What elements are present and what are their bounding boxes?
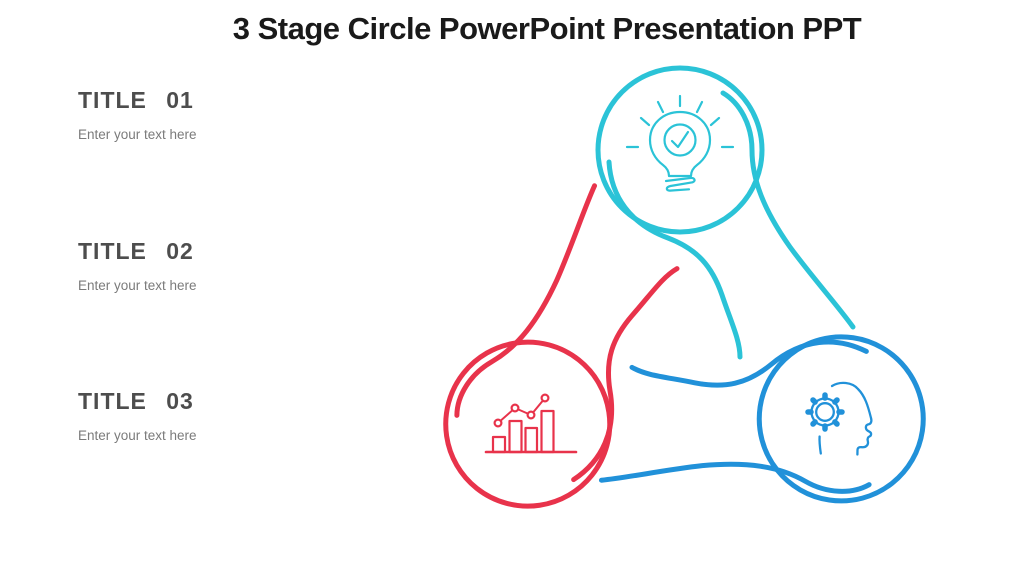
head-gear-icon [805,381,873,456]
stage-node-thinking-ring[interactable] [575,244,953,576]
slide-title[interactable]: 3 Stage Circle PowerPoint Presentation P… [232,11,862,46]
stage-2-placeholder[interactable]: Enter your text here [78,278,197,293]
chart-bar [491,435,507,454]
stage-node-growth-ring[interactable] [370,171,748,536]
bar-chart-growth-icon [484,393,578,454]
trend-point [493,418,503,428]
head-profile [830,381,873,456]
trend-point [510,403,520,413]
stage-3-placeholder[interactable]: Enter your text here [78,428,197,443]
lightbulb-inner-circle [663,123,697,157]
stage-1-placeholder[interactable]: Enter your text here [78,127,197,142]
stage-1-title[interactable]: TITLE 01 [78,87,194,113]
lightbulb-rays [625,94,735,149]
lightbulb-outline [648,110,712,178]
head-neck [818,435,822,455]
stage-text-block-2: TITLE 02 Enter your text here [78,237,338,295]
trend-point [540,393,550,403]
trend-point [526,410,536,420]
stage-3-title[interactable]: TITLE 03 [78,388,194,414]
stage-2-title[interactable]: TITLE 02 [78,238,194,264]
stage-text-block-3: TITLE 03 Enter your text here [78,387,338,445]
checkmark [670,130,690,149]
trend-line [497,397,546,424]
gear-teeth [805,392,845,432]
chart-bar [508,419,523,454]
chart-bar [524,426,539,454]
lightbulb-check-icon [625,94,735,192]
stage-text-block-1: TITLE 01 Enter your text here [78,86,338,144]
lightbulb-base-squiggle [664,176,696,192]
gear-hub [815,402,835,422]
chart-bar [540,409,555,454]
